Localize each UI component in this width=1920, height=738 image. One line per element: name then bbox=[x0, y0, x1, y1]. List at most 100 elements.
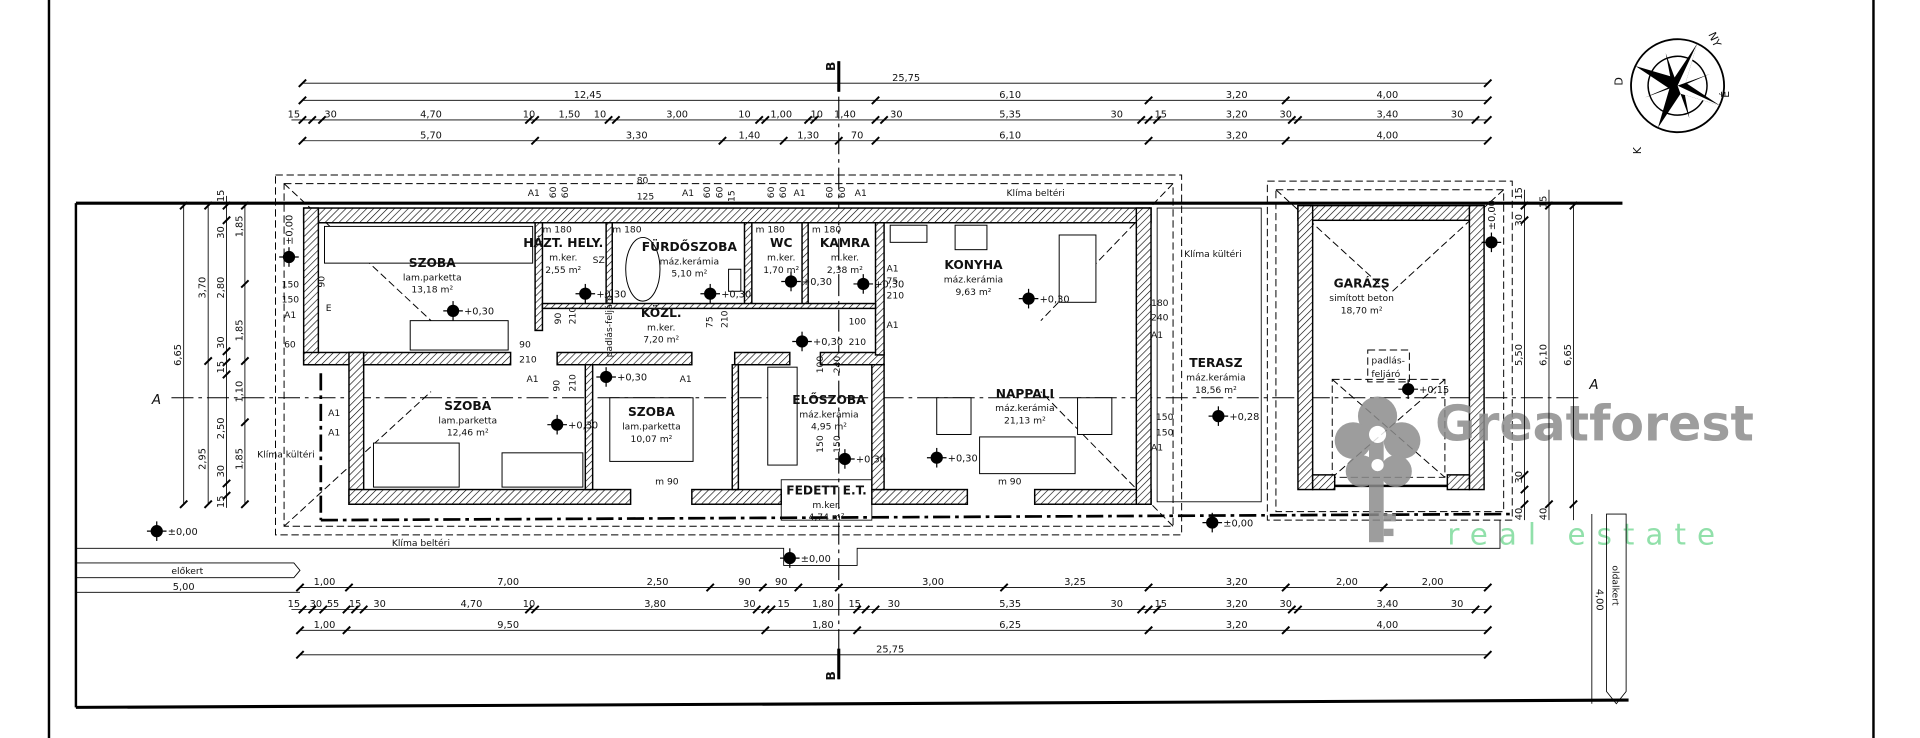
compass-west-label: D bbox=[1612, 77, 1625, 85]
klima-belteri-label: Klíma beltéri bbox=[1007, 188, 1065, 199]
dimension-value: 15 bbox=[1155, 109, 1167, 120]
room-floor: lam.parketta bbox=[403, 272, 462, 283]
ground-level-value: ±0,00 bbox=[168, 527, 198, 538]
room-name: ELŐSZOBA bbox=[792, 392, 866, 407]
opening-annotation: 90 bbox=[519, 340, 531, 351]
dimension-value: 90 bbox=[738, 577, 750, 588]
dimension-tick bbox=[871, 605, 880, 614]
dimension-tick bbox=[298, 136, 307, 146]
dimension-tick bbox=[1281, 625, 1291, 635]
ground-level-marker: ±0,00 bbox=[1202, 512, 1253, 533]
section-b-bottom-label: B bbox=[824, 671, 838, 680]
room-area: 21,13 m² bbox=[1004, 415, 1046, 426]
room-floor: lam.parketta bbox=[438, 415, 497, 426]
dimension-value: 30 bbox=[1111, 109, 1123, 120]
room: KÖZL.m.ker.7,20 m²+0,30 bbox=[641, 305, 843, 352]
dimension-value: 40 bbox=[1514, 508, 1525, 520]
room-level: +0,28 bbox=[1229, 412, 1259, 423]
dimension-value: 30 bbox=[1514, 214, 1525, 226]
room-name: NAPPALI bbox=[996, 387, 1054, 401]
room: FEDETT E.T.m.ker.4,74 m² bbox=[786, 483, 867, 523]
room-area: 18,56 m² bbox=[1195, 385, 1237, 396]
dimension-tick bbox=[760, 605, 770, 614]
dimension-tick bbox=[342, 605, 351, 614]
dimension-tick bbox=[240, 279, 250, 289]
dimension-tick bbox=[524, 605, 534, 614]
dimension-value: 90 bbox=[775, 577, 787, 588]
dimension-value: 30 bbox=[1514, 471, 1525, 483]
dimension-value: 6,25 bbox=[999, 620, 1021, 631]
bed bbox=[609, 397, 694, 462]
dimension-value: 15 bbox=[216, 361, 227, 373]
dimension-value: 3,25 bbox=[1064, 577, 1086, 588]
dimension-tick bbox=[1144, 95, 1153, 105]
opening-annotation: 210 bbox=[519, 354, 537, 365]
dimension-tick bbox=[1152, 605, 1162, 614]
compass-north-label: NY bbox=[1705, 30, 1723, 49]
dimension-value: 25,75 bbox=[876, 644, 904, 655]
dimension-value: 25,75 bbox=[892, 73, 920, 84]
dimension-row: 6,65 bbox=[1563, 201, 1578, 521]
dimension-tick bbox=[1293, 605, 1303, 614]
side-garden-dimension: 4,00 bbox=[1594, 589, 1605, 611]
dimension-value: 10 bbox=[523, 599, 535, 610]
furniture bbox=[324, 224, 1113, 488]
room-name: KÖZL. bbox=[641, 305, 682, 320]
room-name: FÜRDŐSZOBA bbox=[642, 239, 738, 254]
dimension-value: 5,50 bbox=[1514, 344, 1525, 366]
opening-annotation: 150 bbox=[1156, 412, 1174, 423]
dimension-tick bbox=[879, 115, 889, 125]
room-level: +0,30 bbox=[596, 289, 626, 300]
dimension-value: 6,10 bbox=[999, 130, 1021, 141]
opening-annotation: A1 bbox=[527, 374, 539, 385]
dimension-tick bbox=[1520, 499, 1529, 509]
dimension-tick bbox=[203, 499, 213, 509]
bed bbox=[324, 225, 534, 264]
dimension-value: 1,10 bbox=[234, 381, 245, 403]
dimension-value: 6,65 bbox=[173, 344, 184, 366]
room-level: +0,30 bbox=[617, 373, 647, 384]
dimension-tick bbox=[852, 625, 862, 635]
dimension-value: 15 bbox=[216, 190, 227, 202]
compass-outer-ring bbox=[1630, 38, 1725, 134]
room-name: FEDETT E.T. bbox=[786, 483, 867, 497]
room-area: 1,70 m² bbox=[763, 265, 799, 276]
front-garden-label: előkert bbox=[171, 566, 203, 577]
opening-annotation: 150 bbox=[282, 294, 300, 305]
opening-annotation: 240 bbox=[832, 356, 843, 374]
room-area: 2,38 m² bbox=[827, 265, 863, 276]
dimension-tick bbox=[871, 95, 880, 105]
dimension-tick bbox=[240, 499, 250, 509]
ground-level-value: ±0,00 bbox=[801, 554, 831, 565]
dimension-tick bbox=[298, 605, 307, 614]
dimension-tick bbox=[604, 115, 613, 125]
dimension-tick bbox=[852, 605, 862, 614]
dimension-tick bbox=[203, 201, 213, 210]
room-area: 12,46 m² bbox=[447, 428, 489, 439]
side-garden-label: oldalkert bbox=[1610, 565, 1621, 606]
dimension-value: 30 bbox=[743, 599, 755, 610]
room-floor: máz.kerámia bbox=[944, 275, 1003, 286]
dimension-tick bbox=[359, 605, 369, 614]
dimension-tick bbox=[1379, 583, 1389, 592]
dimension-tick bbox=[1483, 78, 1493, 88]
dimension-tick bbox=[530, 136, 540, 146]
dimension-value: 6,10 bbox=[1539, 344, 1550, 366]
dimension-tick bbox=[317, 115, 327, 125]
dimension-value: 30 bbox=[1111, 599, 1123, 610]
dimension-tick bbox=[222, 491, 231, 501]
opening-annotation: 80 bbox=[637, 176, 649, 187]
dimension-tick bbox=[295, 583, 305, 592]
dimension-value: 3,20 bbox=[1226, 620, 1248, 631]
dimension-value: 15 bbox=[1155, 599, 1167, 610]
room-level: +0,30 bbox=[948, 453, 978, 464]
front-garden-dimension: 5,00 bbox=[173, 582, 195, 593]
opening-annotation: A1 bbox=[887, 264, 899, 275]
room-area: 7,20 m² bbox=[643, 335, 679, 346]
toilet bbox=[728, 268, 742, 292]
opening-annotation: 60 bbox=[548, 186, 559, 198]
dimension-tick bbox=[222, 215, 231, 225]
